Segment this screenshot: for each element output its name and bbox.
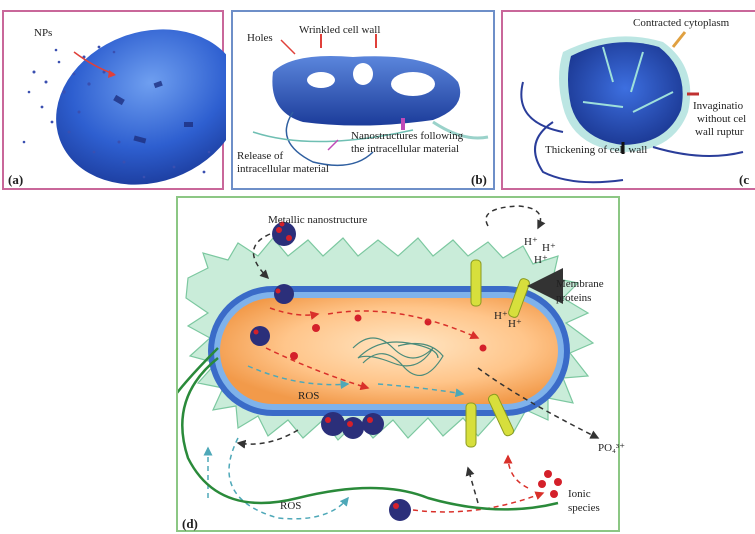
invagination-label-1: Invaginatio — [693, 100, 743, 112]
holes-label: Holes — [247, 32, 273, 44]
panel-c: Contracted cytoplasm Invaginatio without… — [501, 10, 755, 190]
h-plus-2: H⁺ — [542, 242, 556, 254]
thickening-label: Thickening of cell wall — [545, 144, 647, 156]
ionic-species-label-2: species — [568, 502, 600, 514]
h-plus-4: H⁺ — [494, 310, 508, 322]
ros-outer-label: ROS — [280, 500, 301, 512]
panel-b-label: (b) — [471, 172, 487, 188]
h-plus-5: H⁺ — [508, 318, 522, 330]
h-plus-3: H⁺ — [534, 254, 548, 266]
ros-inner-label: ROS — [298, 390, 319, 402]
po4-label: PO₄³⁺ — [598, 442, 625, 454]
panel-d: Metallic nanostructure H⁺ H⁺ H⁺ H⁺ H⁺ Me… — [176, 196, 620, 532]
panel-a: NPs (a) — [2, 10, 224, 190]
release-label-1: Release of — [237, 150, 283, 162]
membrane-proteins-label-1: Membrane — [556, 278, 604, 290]
invagination-label-3: wall ruptur — [695, 126, 744, 138]
invagination-label-2: without cel — [697, 113, 746, 125]
membrane-proteins-label-2: proteins — [556, 292, 591, 304]
wrinkled-label: Wrinkled cell wall — [299, 24, 380, 36]
release-label-2: intracellular material — [237, 163, 329, 175]
nano-following-label-1: Nanostructures following — [351, 130, 463, 142]
contracted-label: Contracted cytoplasm — [633, 17, 729, 29]
panel-a-label: (a) — [8, 172, 23, 188]
metallic-nanostructure-label: Metallic nanostructure — [268, 214, 367, 226]
ionic-species-label-1: Ionic — [568, 488, 591, 500]
cell-a-illustration — [4, 12, 226, 192]
panel-d-label: (d) — [182, 516, 198, 532]
panel-b: Holes Wrinkled cell wall Nanostructures … — [231, 10, 495, 190]
panel-c-label: (c — [739, 172, 749, 188]
nano-following-label-2: the intracellular material — [351, 143, 459, 155]
nps-label: NPs — [34, 27, 52, 39]
h-plus-1: H⁺ — [524, 236, 538, 248]
